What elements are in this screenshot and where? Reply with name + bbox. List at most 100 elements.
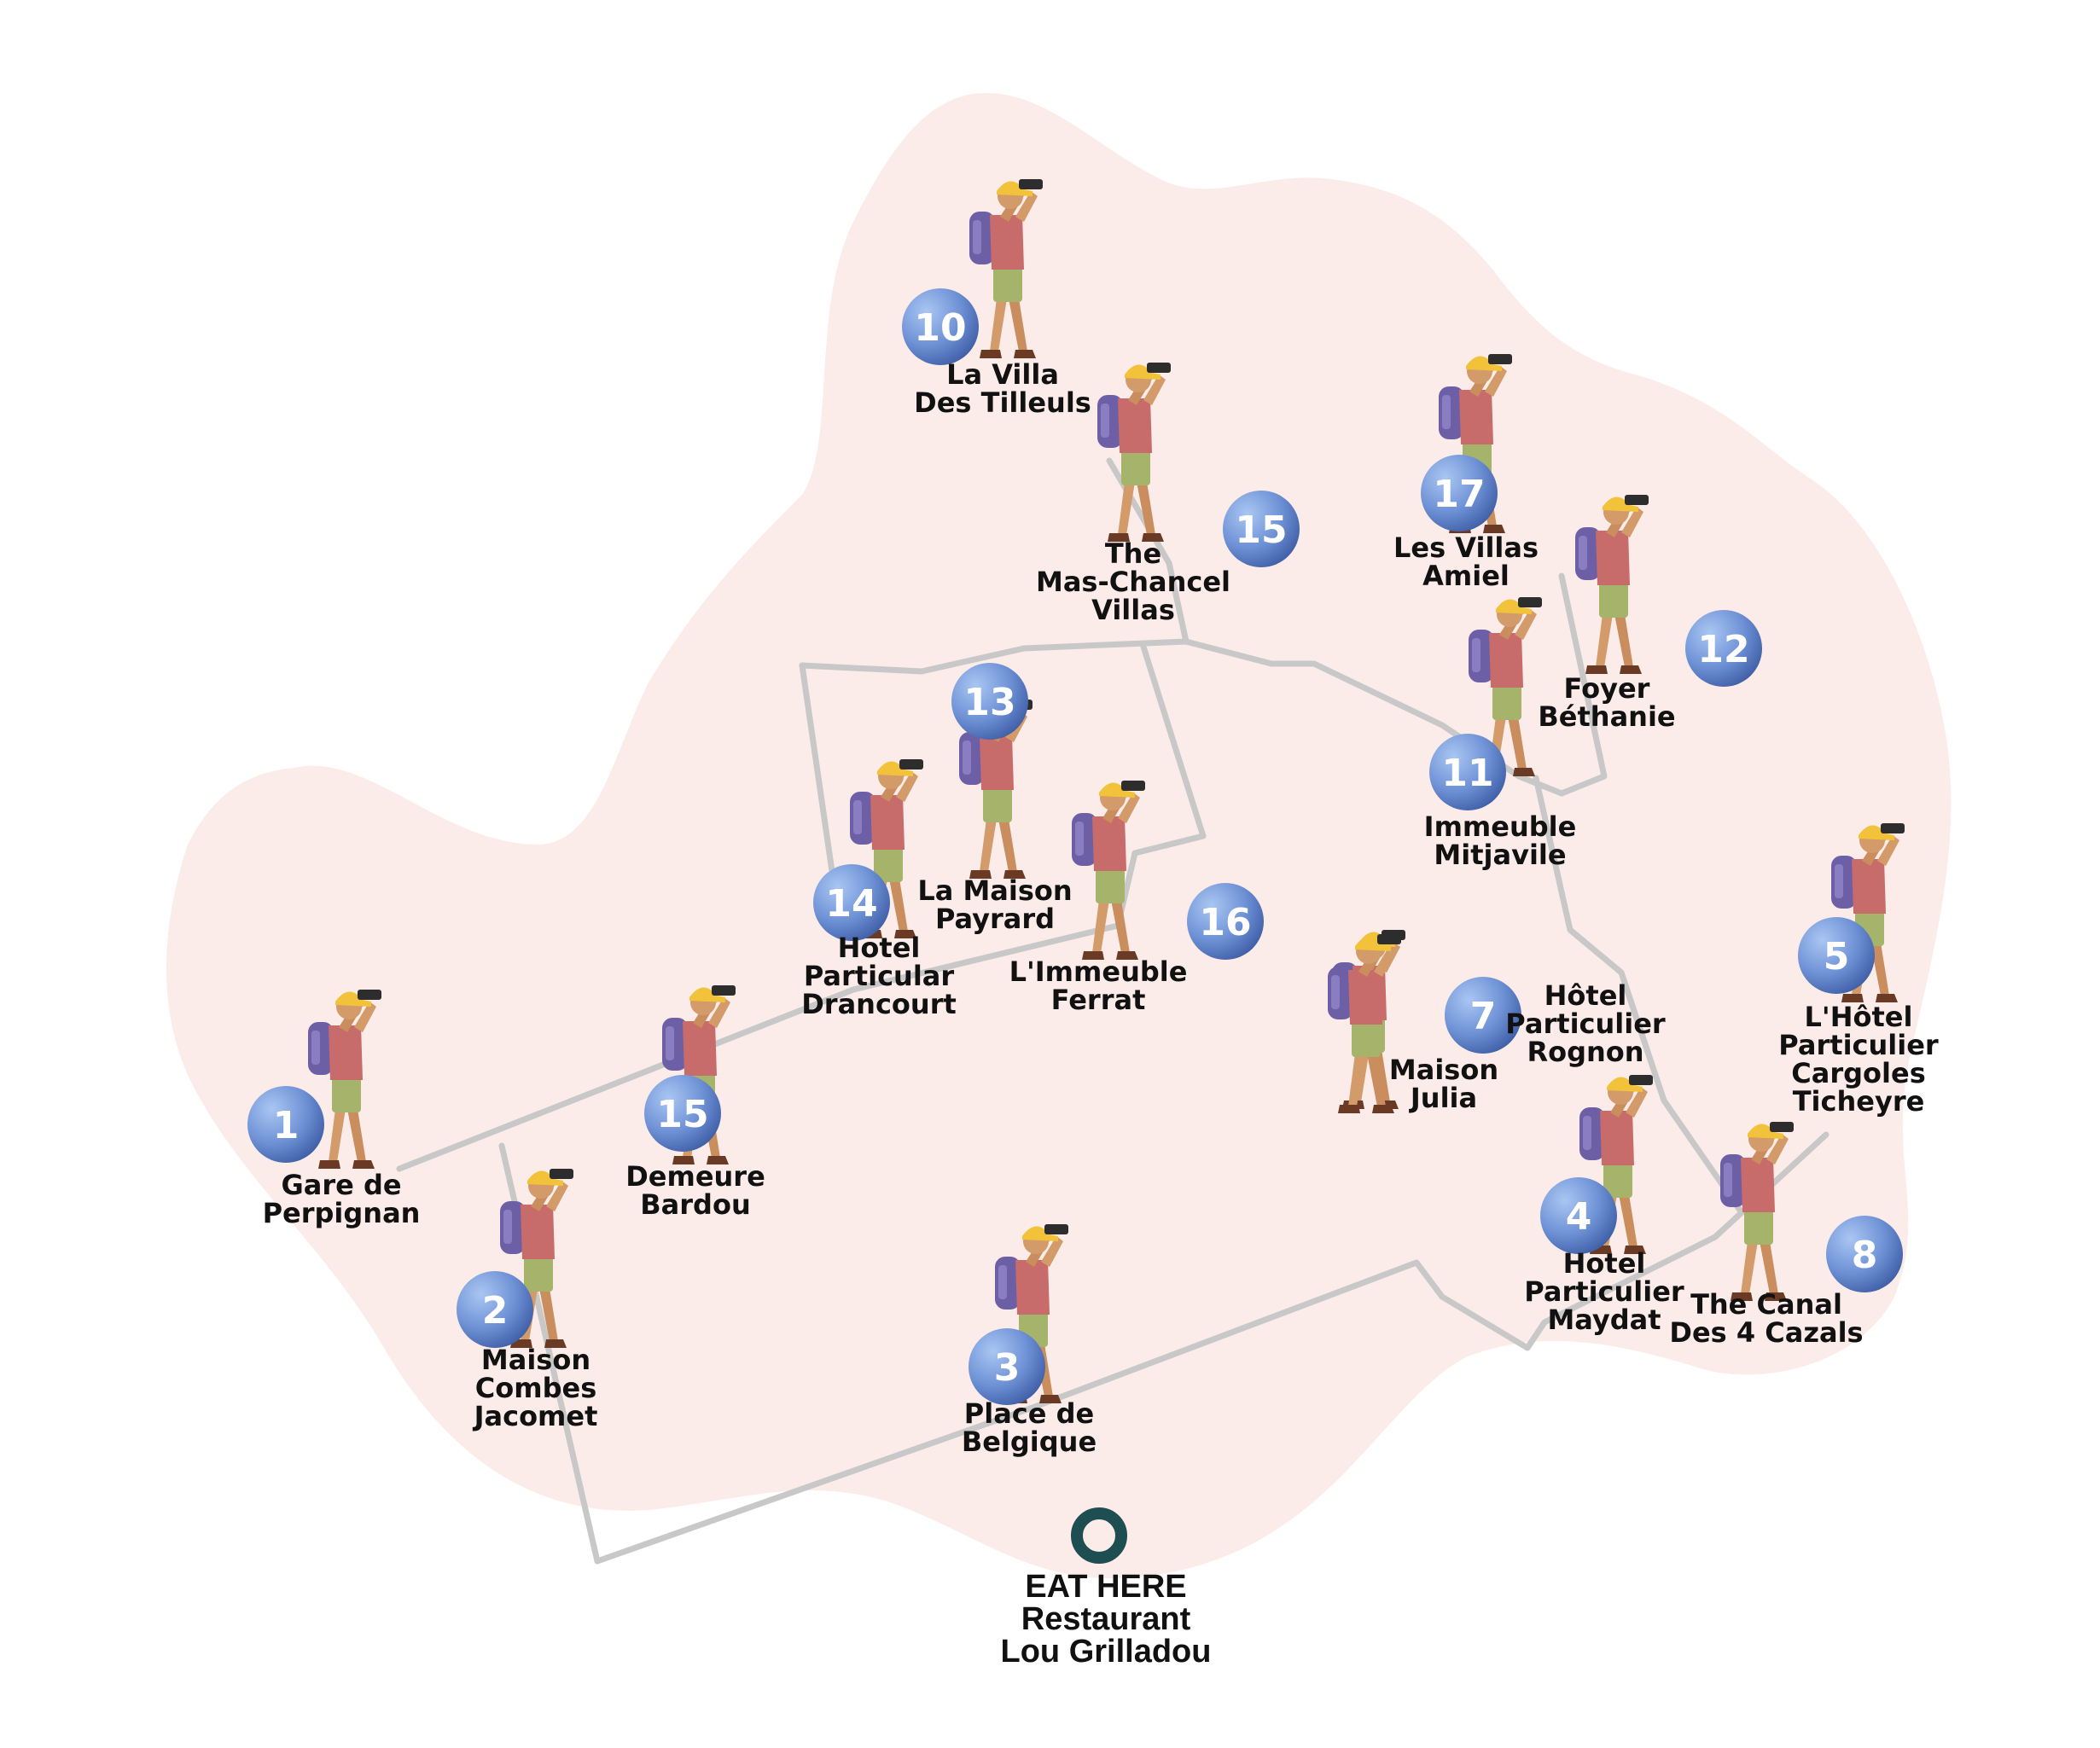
stop-name-line: The Canal [1690,1288,1842,1321]
stop-name-line: Bardou [640,1188,750,1221]
stop-number: 17 [1433,473,1485,516]
stop-name-line: Maydat [1547,1304,1661,1336]
stop-name-line: Amiel [1422,560,1510,592]
route-path [1533,775,1744,1215]
stop-number-badge: 1 [247,1086,324,1163]
stop-name-line: Hôtel [1544,979,1627,1012]
stop-name-line: Villas [1091,594,1175,626]
restaurant-label-line: Lou Grilladou [1001,1634,1212,1670]
route-path [396,643,1207,1172]
stop-name-line: Payrard [935,903,1055,935]
stop-name-line: Ferrat [1051,984,1146,1016]
stop-number-badge: 10 [902,288,979,365]
stop-number-badge: 3 [969,1328,1045,1405]
stop-name-line: Drancourt [801,988,957,1020]
restaurant-pin-icon [1071,1507,1127,1564]
stop-name-line: Hotel [838,932,921,964]
stop-number: 5 [1824,935,1850,979]
stop-name-line: Particulier [1505,1008,1666,1040]
stop-name-line: Demeure [625,1160,765,1193]
stop-name-line: Mitjavile [1434,839,1566,871]
stop-name-line: Mas-Chancel [1036,566,1230,598]
stop-name-line: Immeuble [1424,810,1577,843]
stop-number-badge: 13 [951,663,1028,740]
badge-circle [1685,610,1762,687]
stop-number-badge: 16 [1187,883,1264,960]
stop-name-line: Perpignan [263,1197,421,1229]
stop-name-line: L'Hôtel [1805,1001,1913,1033]
stop-name-line: Particulier [1524,1275,1684,1308]
stop-name-line: Rognon [1527,1036,1643,1068]
stop-number: 15 [656,1093,708,1136]
stop-name-line: Jacomet [473,1400,598,1432]
stop-number-badge: 2 [457,1271,533,1348]
stop-name-line: Foyer [1564,672,1650,705]
stop-number-badge: 14 [813,864,890,941]
badge-circle [457,1271,533,1348]
badge-circle [969,1328,1045,1405]
badge-circle [1429,734,1506,810]
stop-name-line: Particulier [1778,1029,1939,1061]
stop-name-line: Place de [964,1397,1094,1430]
stop-number-badge: 8 [1826,1216,1903,1292]
stop-number: 15 [1235,508,1287,552]
stop-number-badge: 11 [1429,734,1506,810]
stop-name-line: Belgique [962,1426,1097,1458]
stop-number: 14 [825,882,877,926]
stop-name-line: Cargoles [1791,1057,1925,1089]
stop-number: 4 [1566,1195,1592,1239]
stop-name-line: Des 4 Cazals [1669,1316,1863,1349]
badge-circle [247,1086,324,1163]
stop-name-line: L'Immeuble [1009,955,1188,988]
route-path [498,1131,1830,1565]
stop-number: 8 [1852,1234,1878,1277]
stop-number-badge: 17 [1421,455,1498,531]
stop-number: 2 [482,1289,509,1333]
badge-circle [1187,883,1264,960]
stop-name-line: The [1105,537,1161,570]
badge-circle [1798,917,1875,994]
stop-name-line: Ticheyre [1793,1085,1925,1118]
badge-circle [644,1075,721,1152]
stop-number-badge: 4 [1540,1177,1617,1254]
stop-number-badge: 15 [644,1075,721,1152]
badge-circle [1826,1216,1903,1292]
badge-circle [902,288,979,365]
stop-number: 1 [273,1104,300,1147]
stop-name-line: Gare de [281,1169,401,1201]
tour-route [396,457,1830,1565]
badge-circle [1421,455,1498,531]
stop-name-line: La Maison [917,874,1072,907]
badge-circle [813,864,890,941]
stop-name-line: Particular [804,960,955,992]
stop-name-line: Maison [1389,1054,1498,1086]
stop-number-badge: 15 [1223,491,1300,567]
badge-circle [1540,1177,1617,1254]
stop-number: 7 [1470,995,1497,1038]
route-path [799,572,1608,797]
